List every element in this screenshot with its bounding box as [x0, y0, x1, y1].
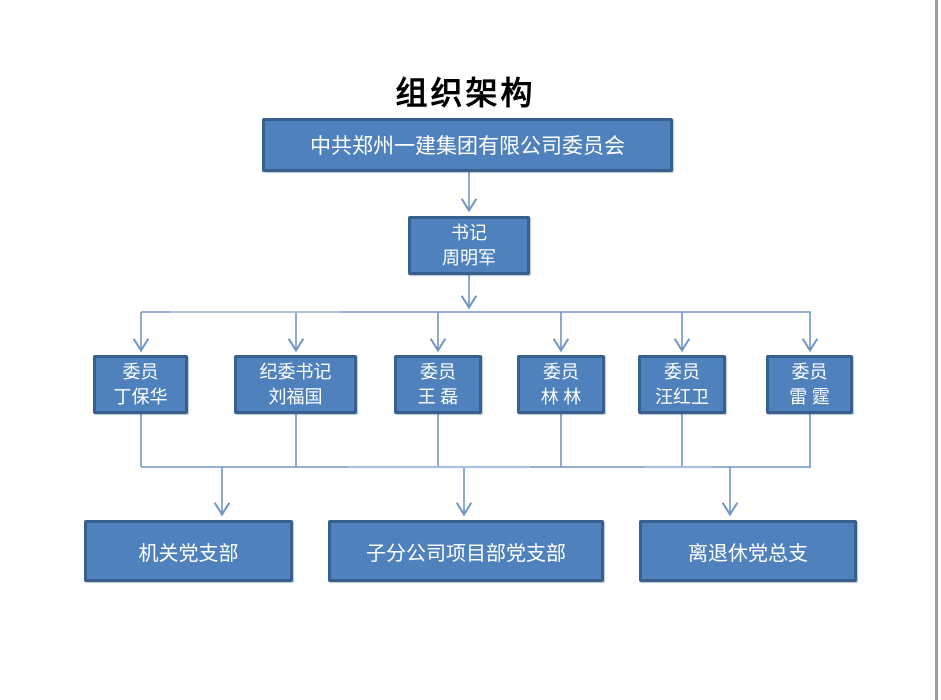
- member-name: 雷 霆: [789, 386, 830, 407]
- member-name: 林 林: [540, 386, 582, 407]
- org-node-root: 中共郑州一建集团有限公司委员会: [262, 118, 673, 172]
- branch-label: 离退休党总支: [688, 542, 808, 565]
- org-node-branch-office: 机关党支部: [84, 520, 293, 582]
- org-node-secretary-title: 书记: [451, 222, 487, 243]
- page-edge-line: [935, 0, 938, 700]
- org-node-branch-retired: 离退休党总支: [639, 520, 857, 582]
- member-title: 纪委书记: [259, 361, 332, 382]
- page-title: 组织架构: [395, 75, 536, 111]
- branch-label: 子分公司项目部党支部: [366, 542, 566, 565]
- org-node-secretary-name: 周明军: [442, 247, 496, 268]
- org-node-root-label: 中共郑州一建集团有限公司委员会: [310, 134, 625, 158]
- member-name: 汪红卫: [655, 386, 709, 407]
- member-title: 委员: [543, 361, 579, 382]
- member-name: 刘福国: [268, 386, 323, 407]
- org-node-member-liufuguo: 纪委书记 刘福国: [234, 355, 357, 414]
- org-node-branch-subsidiaries: 子分公司项目部党支部: [328, 520, 604, 582]
- org-node-member-linlin: 委员 林 林: [517, 355, 605, 414]
- branch-label: 机关党支部: [138, 542, 239, 565]
- member-title: 委员: [122, 361, 159, 382]
- member-name: 王 磊: [417, 386, 459, 407]
- member-title: 委员: [791, 361, 828, 382]
- org-node-member-wanglei: 委员 王 磊: [394, 355, 482, 414]
- org-node-member-wanghongwei: 委员 汪红卫: [638, 355, 726, 414]
- org-node-member-leiting: 委员 雷 霆: [766, 355, 853, 414]
- member-title: 委员: [664, 361, 700, 382]
- member-title: 委员: [420, 361, 456, 382]
- member-name: 丁保华: [113, 386, 168, 407]
- org-node-secretary: 书记 周明军: [408, 216, 530, 275]
- org-node-member-dingbaohua: 委员 丁保华: [93, 355, 188, 414]
